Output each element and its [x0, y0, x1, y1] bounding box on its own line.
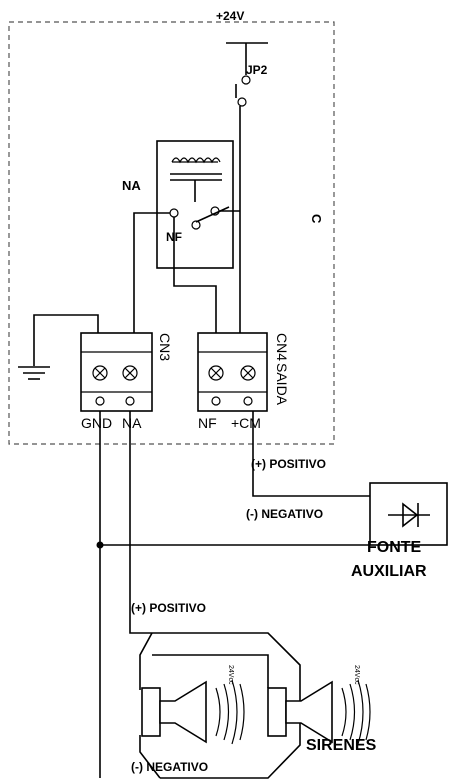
relay-nc-label: NF — [166, 230, 182, 244]
screw-icon — [92, 365, 108, 381]
siren1-voltage: 24Vcc — [227, 665, 234, 685]
power-supply: FONTE AUXILIAR — [351, 482, 448, 580]
sirens-label: SIRENES — [306, 737, 377, 754]
siren-wiring — [129, 620, 301, 779]
board-id-label: C — [309, 214, 324, 224]
wire-ground — [33, 314, 99, 366]
cn3-label: CN3 — [157, 333, 173, 361]
wire-no-to-cn3 — [133, 212, 170, 333]
psu-positive-label: (+) POSITIVO — [251, 457, 326, 471]
diode-icon — [388, 502, 430, 528]
siren-negative-label: (-) NEGATIVO — [131, 760, 208, 774]
cn4-label: CN4 — [274, 333, 290, 361]
screw-icon — [122, 365, 138, 381]
supply-label: +24V — [216, 9, 244, 23]
connector-cn3: CN3 GND NA — [80, 332, 173, 431]
cn4-pin-cm: +CM — [231, 415, 261, 431]
siren-2: 24Vcc — [267, 665, 371, 745]
jumper-label: JP2 — [246, 63, 268, 77]
psu-name-line1: FONTE — [367, 539, 422, 556]
psu-name-line2: AUXILIAR — [351, 563, 427, 580]
siren-positive-label: (+) POSITIVO — [131, 601, 206, 615]
cn4-output-label: SAIDA — [274, 363, 290, 406]
wire-psu-positive — [252, 411, 370, 497]
screw-icon — [240, 365, 256, 381]
jumper-jp2: JP2 — [235, 63, 268, 107]
relay: NA NF — [122, 140, 240, 269]
siren-1: 24Vcc — [141, 665, 245, 745]
board-outline — [8, 21, 335, 445]
cn3-pin-gnd: GND — [81, 415, 112, 431]
wire-nc-to-cn4 — [173, 245, 217, 333]
connector-cn4: CN4 SAIDA NF +CM — [197, 332, 290, 431]
cn4-pin-nf: NF — [198, 415, 217, 431]
psu-negative-label: (-) NEGATIVO — [246, 507, 323, 521]
siren2-voltage: 24Vcc — [353, 665, 360, 685]
screw-icon — [208, 365, 224, 381]
ground-icon — [18, 366, 50, 380]
relay-no-label: NA — [122, 178, 141, 193]
cn3-pin-na: NA — [122, 415, 142, 431]
